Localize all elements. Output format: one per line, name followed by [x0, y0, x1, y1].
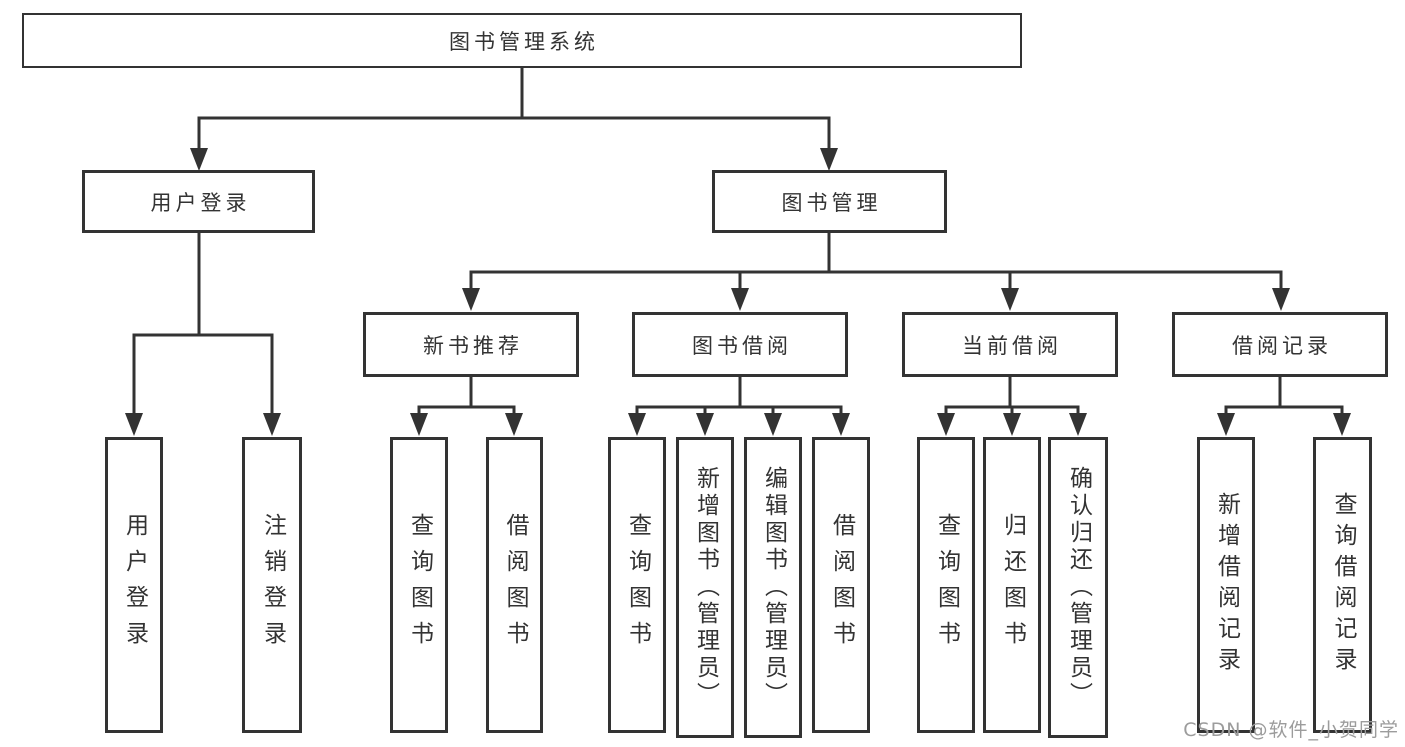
node-root: 图书管理系统 [22, 13, 1022, 68]
leaf-bb-query-books: 查询图书 [608, 437, 666, 733]
arrowhead-icon [628, 413, 646, 436]
connector-bb-split [635, 405, 843, 417]
node-book-management: 图书管理 [712, 170, 947, 233]
leaf-logout-label: 注销登录 [259, 513, 286, 657]
leaf-br-add-record-label: 新增借阅记录 [1213, 492, 1240, 678]
leaf-cb-confirm-return-admin: 确认归还（管理员） [1048, 437, 1108, 738]
arrowhead-icon [696, 413, 714, 436]
node-book-borrowing-label: 图书借阅 [692, 333, 792, 358]
node-current-borrowing-label: 当前借阅 [962, 333, 1062, 358]
node-book-management-label: 图书管理 [781, 190, 882, 215]
leaf-cb-return-books-label: 归还图书 [999, 513, 1026, 657]
node-borrowing-records: 借阅记录 [1172, 312, 1388, 377]
arrowhead-icon [1217, 413, 1235, 436]
node-new-book-recommend: 新书推荐 [363, 312, 579, 377]
leaf-nbr-borrow-books-label: 借阅图书 [502, 513, 528, 657]
arrowhead-icon [731, 288, 749, 311]
node-new-book-recommend-label: 新书推荐 [423, 333, 523, 358]
arrowhead-icon [505, 413, 523, 436]
arrowhead-icon [820, 148, 838, 171]
leaf-cb-return-books: 归还图书 [983, 437, 1041, 733]
arrowhead-icon [1069, 413, 1087, 436]
leaf-user-login-label: 用户登录 [121, 513, 148, 657]
leaf-br-add-record: 新增借阅记录 [1197, 437, 1255, 733]
node-user-login: 用户登录 [82, 170, 315, 233]
arrowhead-icon [1003, 413, 1021, 436]
leaf-br-query-record: 查询借阅记录 [1313, 437, 1372, 733]
arrowhead-icon [263, 413, 281, 436]
leaf-br-query-record-label: 查询借阅记录 [1330, 492, 1356, 678]
arrowhead-icon [410, 413, 428, 436]
connector-br-split [1224, 405, 1344, 417]
node-current-borrowing: 当前借阅 [902, 312, 1118, 377]
leaf-user-login: 用户登录 [105, 437, 163, 733]
leaf-nbr-query-books-label: 查询图书 [406, 513, 433, 657]
node-borrowing-records-label: 借阅记录 [1232, 333, 1332, 358]
arrowhead-icon [125, 413, 143, 436]
leaf-bb-edit-books-admin-label: 编辑图书（管理员） [760, 466, 787, 709]
arrowhead-icon [1272, 288, 1290, 311]
leaf-logout: 注销登录 [242, 437, 302, 733]
arrowhead-icon [937, 413, 955, 436]
connector-nbr-split [417, 405, 516, 417]
leaf-bb-edit-books-admin: 编辑图书（管理员） [744, 437, 802, 738]
leaf-bb-add-books-admin: 新增图书（管理员） [676, 437, 734, 738]
leaf-cb-query-books-label: 查询图书 [933, 513, 960, 657]
leaf-cb-query-books: 查询图书 [917, 437, 975, 733]
connector-root-split [197, 116, 831, 152]
arrowhead-icon [832, 413, 850, 436]
connector-userlogin-split [132, 333, 274, 417]
leaf-bb-borrow-books: 借阅图书 [812, 437, 870, 733]
arrowhead-icon [190, 148, 208, 171]
leaf-cb-confirm-return-admin-label: 确认归还（管理员） [1065, 466, 1092, 709]
leaf-bb-borrow-books-label: 借阅图书 [828, 513, 855, 657]
arrowhead-icon [1333, 413, 1351, 436]
leaf-nbr-borrow-books: 借阅图书 [486, 437, 543, 733]
node-root-label: 图书管理系统 [449, 29, 599, 54]
node-book-borrowing: 图书借阅 [632, 312, 848, 377]
leaf-bb-query-books-label: 查询图书 [624, 513, 651, 657]
connector-bookmgmt-split [469, 270, 1283, 292]
leaf-bb-add-books-admin-label: 新增图书（管理员） [692, 466, 719, 709]
node-user-login-label: 用户登录 [150, 190, 251, 215]
watermark: CSDN @软件_小贺同学 [1183, 719, 1399, 741]
arrowhead-icon [1001, 288, 1019, 311]
arrowhead-icon [764, 413, 782, 436]
leaf-nbr-query-books: 查询图书 [390, 437, 448, 733]
arrowhead-icon [462, 288, 480, 311]
